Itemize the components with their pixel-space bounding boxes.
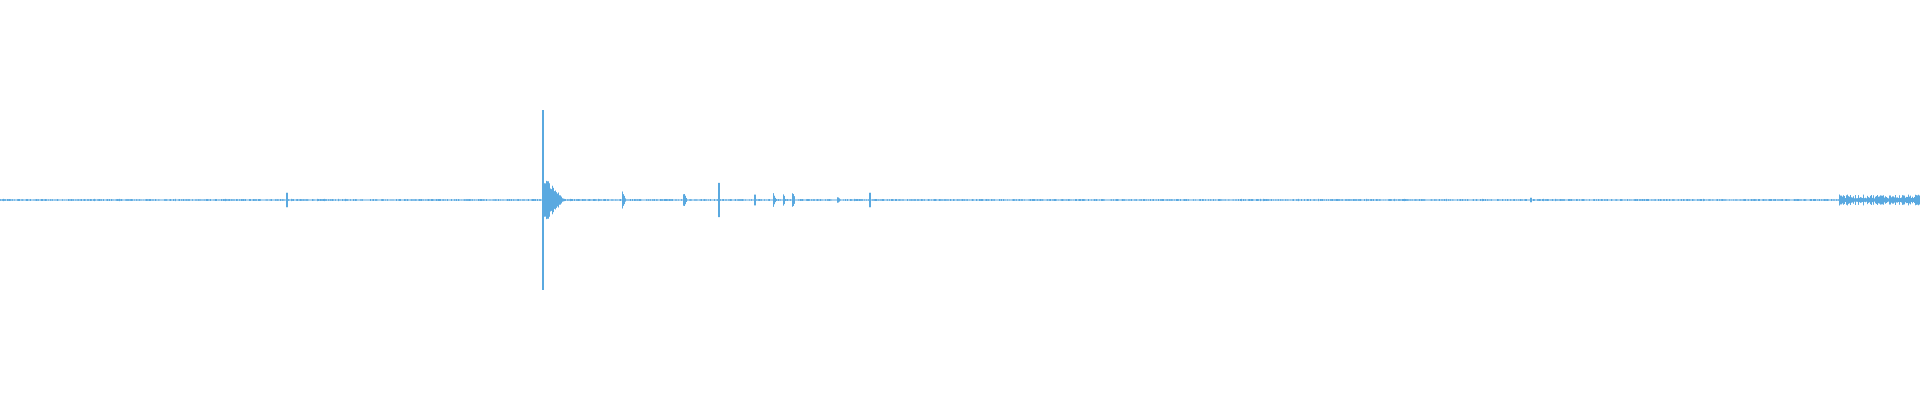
waveform-trace xyxy=(0,110,1920,290)
